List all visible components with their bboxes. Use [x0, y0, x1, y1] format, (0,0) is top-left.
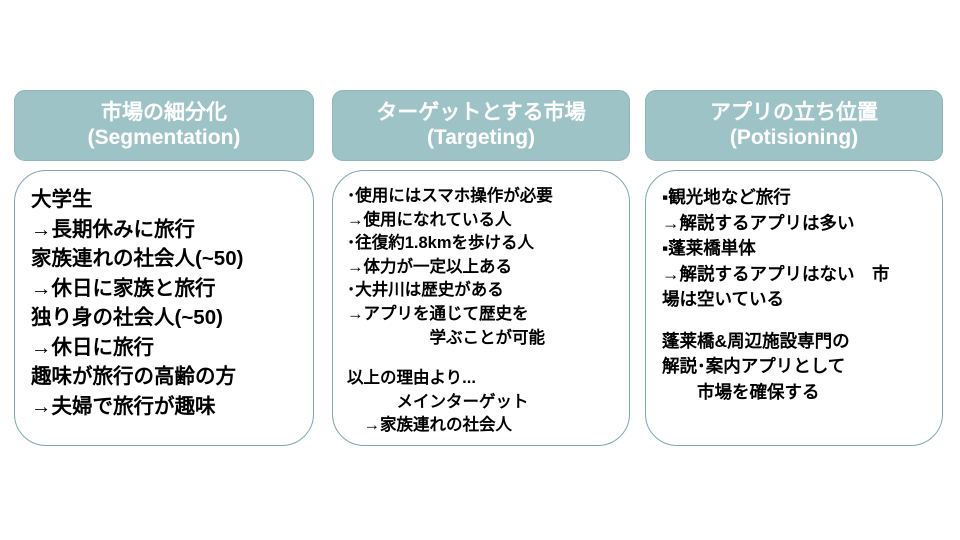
body-line: →使用になれている人 — [347, 210, 512, 229]
body-line: 解説･案内アプリとして — [662, 356, 846, 376]
column-segmentation: 市場の細分化 (Segmentation) 大学生 →長期休みに旅行 家族連れの… — [14, 90, 314, 446]
header-card-positioning: アプリの立ち位置 (Potisioning) — [645, 90, 943, 161]
text-block-conclusion: 蓬莱橋&周辺施設専門の 解説･案内アプリとして 市場を確保する — [662, 329, 930, 406]
body-line: →解説するアプリは多い — [662, 212, 855, 233]
body-line: 学ぶことが可能 — [347, 328, 546, 347]
body-line: 家族連れの社会人(~50) — [31, 247, 244, 270]
body-line: →体力が一定以上ある — [347, 257, 512, 276]
body-line: →夫婦で旅行が趣味 — [31, 394, 216, 418]
text-block: ･使用にはスマホ操作が必要 →使用になれている人 ･往復約1.8kmを歩ける人 … — [347, 185, 617, 350]
body-line: ▪観光地など旅行 — [662, 187, 791, 207]
body-line: 場は空いている — [662, 289, 784, 309]
header-title-ja-targeting: ターゲットとする市場 — [376, 100, 586, 124]
body-line: 蓬莱橋&周辺施設専門の — [662, 330, 850, 351]
body-line: メインターゲット — [347, 392, 529, 411]
body-line: 趣味が旅行の高齢の方 — [31, 365, 236, 388]
body-line: 以上の理由より... — [347, 369, 476, 388]
body-line: →解説するアプリはない 市 — [662, 263, 890, 284]
body-line: →長期休みに旅行 — [31, 217, 195, 241]
body-card-segmentation: 大学生 →長期休みに旅行 家族連れの社会人(~50) →休日に家族と旅行 独り身… — [14, 170, 314, 446]
text-block-conclusion: 以上の理由より... メインターゲット →家族連れの社会人 — [347, 367, 617, 438]
body-card-targeting: ･使用にはスマホ操作が必要 →使用になれている人 ･往復約1.8kmを歩ける人 … — [332, 170, 630, 446]
body-card-positioning: ▪観光地など旅行 →解説するアプリは多い ▪蓬莱橋単体 →解説するアプリはない … — [645, 170, 943, 446]
body-line: 大学生 — [31, 188, 93, 211]
body-line: →休日に家族と旅行 — [31, 276, 216, 300]
text-block: ▪観光地など旅行 →解説するアプリは多い ▪蓬莱橋単体 →解説するアプリはない … — [662, 185, 930, 313]
body-line: →休日に旅行 — [31, 335, 154, 359]
header-title-en-positioning: (Potisioning) — [729, 125, 859, 149]
block-spacer — [347, 350, 617, 367]
body-line: 独り身の社会人(~50) — [31, 306, 223, 329]
column-targeting: ターゲットとする市場 (Targeting) ･使用にはスマホ操作が必要 →使用… — [332, 90, 630, 446]
block-spacer — [662, 313, 930, 329]
header-title-en-targeting: (Targeting) — [426, 125, 536, 149]
header-title-en-segmentation: (Segmentation) — [87, 125, 241, 149]
body-line: ･大井川は歴史がある — [347, 281, 504, 300]
body-line: ▪蓬莱橋単体 — [662, 238, 756, 258]
column-positioning: アプリの立ち位置 (Potisioning) ▪観光地など旅行 →解説するアプリ… — [645, 90, 943, 446]
header-card-segmentation: 市場の細分化 (Segmentation) — [14, 90, 314, 161]
header-title-ja-segmentation: 市場の細分化 — [101, 100, 227, 124]
body-line: →アプリを通じて歴史を — [347, 304, 529, 323]
header-card-targeting: ターゲットとする市場 (Targeting) — [332, 90, 630, 161]
body-line: →家族連れの社会人 — [347, 416, 513, 435]
body-line: 市場を確保する — [662, 381, 820, 402]
text-block: 大学生 →長期休みに旅行 家族連れの社会人(~50) →休日に家族と旅行 独り身… — [31, 185, 301, 421]
body-line: ･往復約1.8kmを歩ける人 — [347, 234, 535, 253]
header-title-ja-positioning: アプリの立ち位置 — [710, 100, 878, 124]
body-line: ･使用にはスマホ操作が必要 — [347, 187, 553, 205]
